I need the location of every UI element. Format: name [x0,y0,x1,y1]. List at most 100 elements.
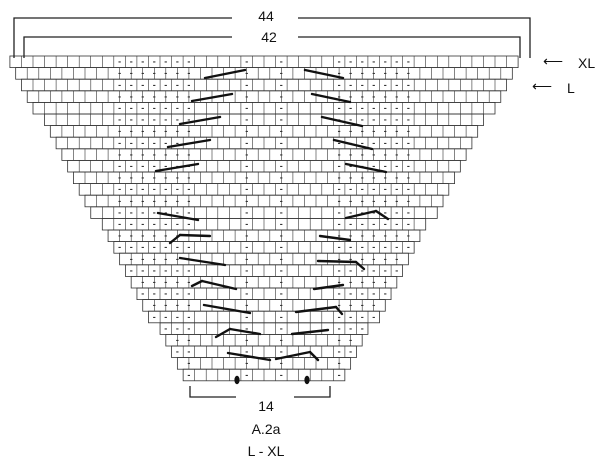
purl-symbol: - [164,80,167,90]
purl-symbol: - [245,231,248,241]
purl-symbol: - [153,196,156,206]
purl-symbol: - [245,57,248,67]
purl-symbol: - [280,347,283,357]
chart-row [119,252,409,266]
purl-symbol: - [153,173,156,183]
purl-symbol: - [407,138,410,148]
chart-row [84,194,444,208]
purl-symbol: - [164,231,167,241]
width-label-44: 44 [258,8,274,24]
purl-symbol: - [361,184,364,194]
purl-symbol: - [141,184,144,194]
purl-symbol: - [130,173,133,183]
stitch-dividers [84,172,444,184]
purl-symbol: - [130,91,133,101]
purl-symbol: - [280,68,283,78]
purl-symbol: - [141,219,144,229]
purl-symbol: - [349,103,352,113]
chart-row [130,275,398,289]
purl-symbol: - [395,103,398,113]
purl-symbol: - [141,138,144,148]
cable-line [344,209,378,220]
purl-symbol: - [280,103,283,113]
purl-symbol: - [176,57,179,67]
purl-symbol: - [361,300,364,310]
purl-symbol: - [372,80,375,90]
cable-line [178,233,212,238]
purl-symbol: - [245,242,248,252]
purl-symbol: - [187,323,190,333]
purl-symbol: - [176,277,179,287]
purl-symbol: - [361,161,364,171]
purl-symbol: - [361,277,364,287]
purl-symbol: - [338,149,341,159]
stitch-dividers [125,241,403,254]
purl-symbol: - [280,207,283,217]
purl-symbol: - [130,138,133,148]
purl-symbol: - [245,196,248,206]
purl-symbol: - [187,289,190,299]
chart-row [125,264,404,277]
purl-symbol: - [372,161,375,171]
purl-symbol: - [153,68,156,78]
cable-line [294,305,338,314]
purl-symbol: - [130,57,133,67]
purl-symbol: - [245,370,248,380]
stitch-dividers [119,230,409,242]
purl-symbol: - [118,115,121,125]
cable-line [316,259,358,264]
purl-symbol: - [141,196,144,206]
purl-symbol: - [164,323,167,333]
purl-symbol: - [187,126,190,136]
purl-symbol: - [349,68,352,78]
purl-symbol: - [349,149,352,159]
chart-name: A.2a [251,421,281,437]
purl-symbol: - [372,149,375,159]
purl-symbol: - [153,231,156,241]
purl-symbol: - [407,231,410,241]
purl-symbol: - [338,91,341,101]
purl-symbol: - [349,207,352,217]
purl-symbol: - [176,289,179,299]
purl-symbol: - [141,57,144,67]
purl-symbol: - [130,219,133,229]
purl-symbol: - [118,242,121,252]
purl-symbol: - [130,115,133,125]
chart-row [49,125,479,138]
purl-symbol: - [118,196,121,206]
purl-symbol: - [118,57,121,67]
purl-symbol: - [130,242,133,252]
purl-symbol: - [361,91,364,101]
purl-symbol: - [245,335,248,345]
knot-marker [234,375,240,385]
purl-symbol: - [395,184,398,194]
purl-symbol: - [349,231,352,241]
purl-symbol: - [176,335,179,345]
purl-symbol: - [164,242,167,252]
purl-symbol: - [338,173,341,183]
purl-symbol: - [349,184,352,194]
row-outline [49,125,479,138]
purl-symbol: - [164,57,167,67]
purl-symbol: - [176,91,179,101]
purl-symbol: - [141,231,144,241]
purl-symbol: - [372,91,375,101]
purl-symbol: - [153,91,156,101]
purl-symbol: - [153,57,156,67]
purl-symbol: - [118,231,121,241]
purl-symbol: - [361,242,364,252]
purl-symbol: - [245,161,248,171]
purl-symbol: - [187,80,190,90]
purl-symbol: - [407,173,410,183]
purl-symbol: - [361,254,364,264]
purl-symbol: - [164,300,167,310]
cable-line [308,350,320,362]
purl-symbol: - [361,219,364,229]
purl-symbol: - [338,184,341,194]
purl-symbol: - [338,242,341,252]
purl-symbol: - [407,161,410,171]
purl-symbol: - [245,207,248,217]
purl-symbol: - [176,207,179,217]
purl-symbol: - [384,289,387,299]
